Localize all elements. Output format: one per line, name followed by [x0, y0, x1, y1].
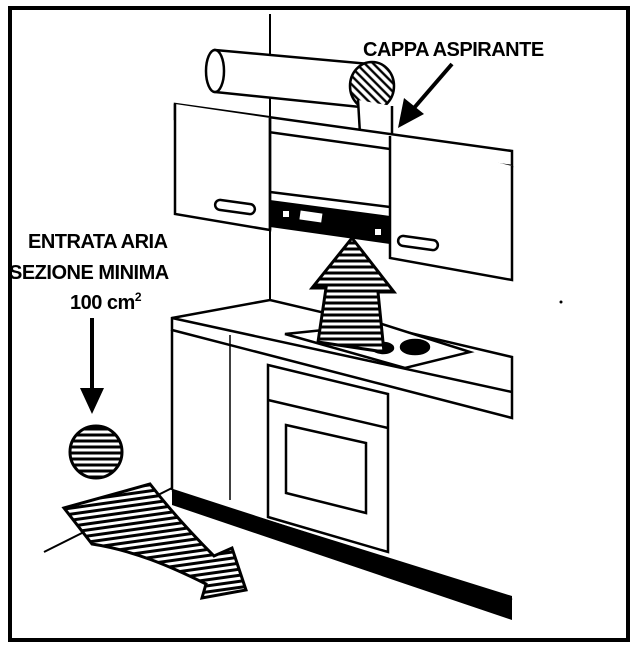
air-inlet-label: ENTRATA ARIA — [28, 231, 168, 253]
rising-air-arrow — [308, 235, 398, 354]
air-inlet-pointer-arrow — [80, 318, 104, 414]
speck — [559, 300, 563, 304]
hood-strip — [270, 200, 390, 244]
incoming-air-arrow — [61, 482, 248, 600]
exhaust-duct — [204, 48, 396, 138]
area-value: 100 cm — [70, 292, 135, 314]
upper-cabinets — [173, 102, 514, 282]
area-label: 100 cm2 — [70, 290, 142, 314]
plinth — [172, 490, 512, 620]
air-inlet-grille — [68, 424, 124, 480]
oven — [266, 363, 390, 554]
min-section-label: SEZIONE MINIMA — [9, 262, 169, 284]
hood-pointer-arrow — [398, 62, 454, 128]
area-exponent: 2 — [134, 290, 142, 304]
hood-label: CAPPA ASPIRANTE — [363, 39, 544, 61]
